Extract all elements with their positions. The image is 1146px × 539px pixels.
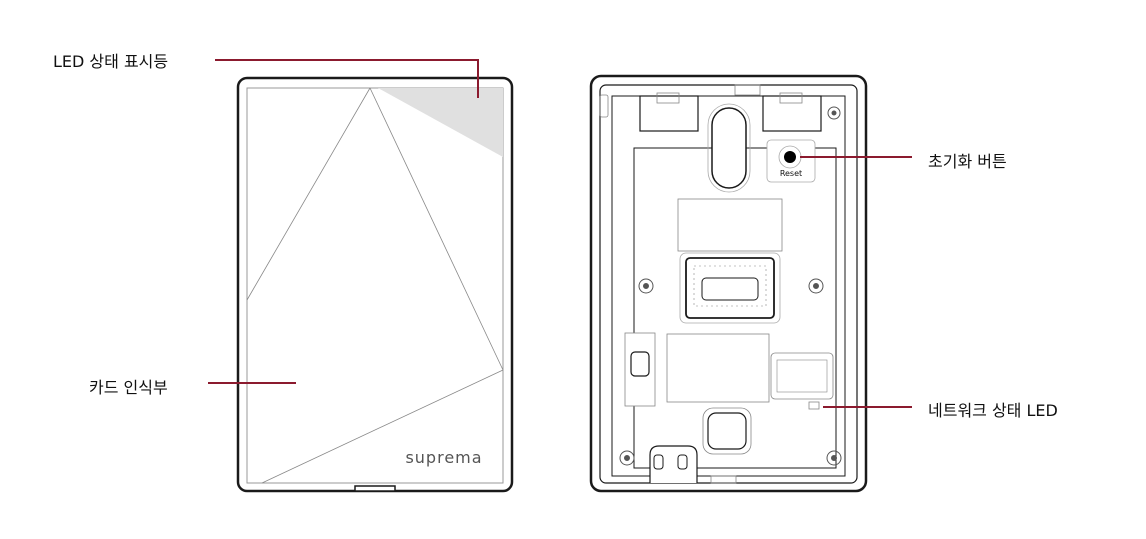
top-clip-right: [762, 95, 822, 132]
reset-text: Reset: [780, 169, 802, 178]
callout-led-status: [215, 59, 479, 98]
cable-slot: [711, 107, 747, 189]
connector: [679, 252, 781, 324]
label-reset-button: 초기화 버튼: [928, 152, 1007, 171]
reset-button[interactable]: Reset: [766, 139, 816, 183]
network-led: [808, 401, 820, 410]
suprema-logo: suprema: [405, 448, 482, 467]
led-status-area: [378, 88, 503, 157]
front-panel: [246, 87, 504, 484]
callout-lines: [208, 59, 912, 408]
top-clip-left: [639, 95, 699, 132]
reset-hole-icon: [784, 151, 796, 163]
back-view: Reset: [589, 74, 868, 493]
label-card-reader: 카드 인식부: [89, 378, 168, 397]
panel-facets: [246, 87, 504, 484]
label-network-led: 네트워크 상태 LED: [928, 401, 1058, 420]
label-led-status: LED 상태 표시등: [53, 52, 169, 71]
front-view: suprema: [236, 76, 514, 493]
screw-icons: [619, 106, 842, 466]
front-bottom-tab: [354, 485, 396, 492]
